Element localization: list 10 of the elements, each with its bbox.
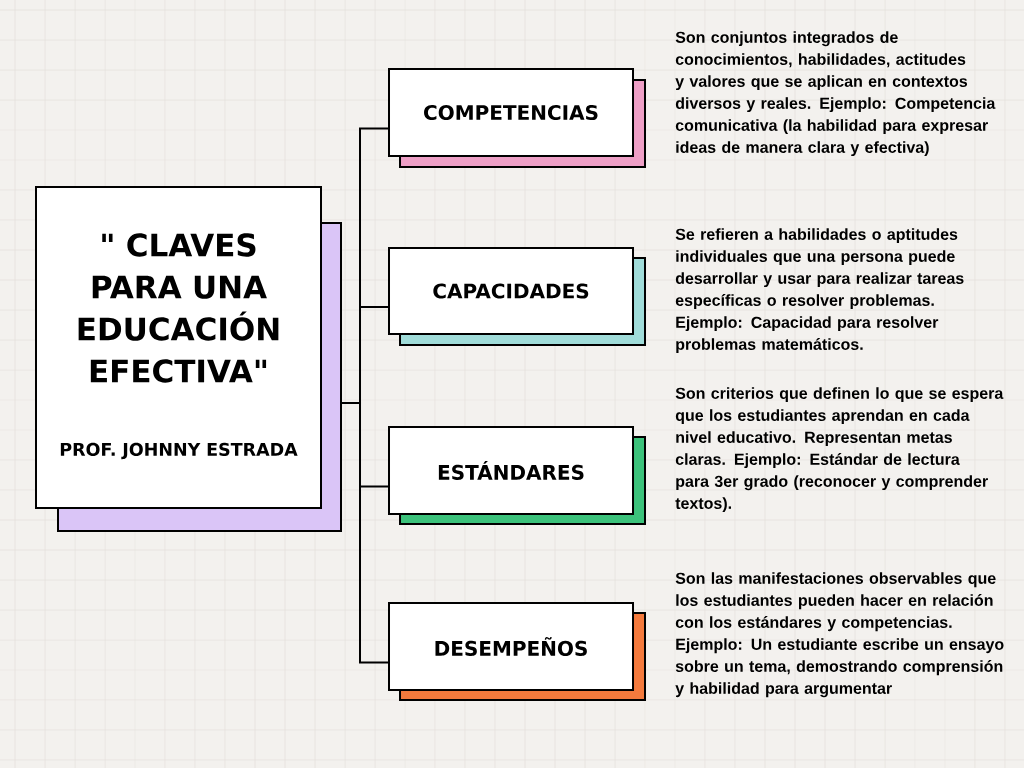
description-text: Son criterios que definen lo que se espera que los estudiantes aprendan en cada nivel educativo. Representan metas claras. Ejemplo: Estándar de lectura para 3er grado (reconocer y comprender textos). <box>675 387 1004 513</box>
connector-line <box>341 402 389 664</box>
topic-card: DESEMPEÑOS <box>388 602 646 701</box>
title-card: " CLAVES PARA UNA EDUCACIÓN EFECTIVA" PROF. JOHNNY ESTRADA <box>35 186 342 532</box>
topic-card: ESTÁNDARES <box>388 426 646 525</box>
description-text: Se refieren a habilidades o aptitudes individuales que una persona puede desarrollar y usar para realizar tareas específicas o resolver problemas. Ejemplo: Capacidad para resolver problemas matemáticos. <box>675 228 964 354</box>
topic-card: COMPETENCIAS <box>388 68 646 168</box>
description-text: Son conjuntos integrados de conocimientos, habilidades, actitudes y valores que se aplican en contextos diversos y reales. Ejemplo: Competencia comunicativa (la habilidad para expresar ideas de manera clara y efectiva) <box>675 31 996 157</box>
description-text: Son las manifestaciones observables que los estudiantes pueden hacer en relación con los estándares y competencias. Ejemplo: Un estudiante escribe un ensayo sobre un tema, demostrando comprensión y habilidad para argumentar <box>675 572 1004 698</box>
topic-card: CAPACIDADES <box>388 247 646 346</box>
